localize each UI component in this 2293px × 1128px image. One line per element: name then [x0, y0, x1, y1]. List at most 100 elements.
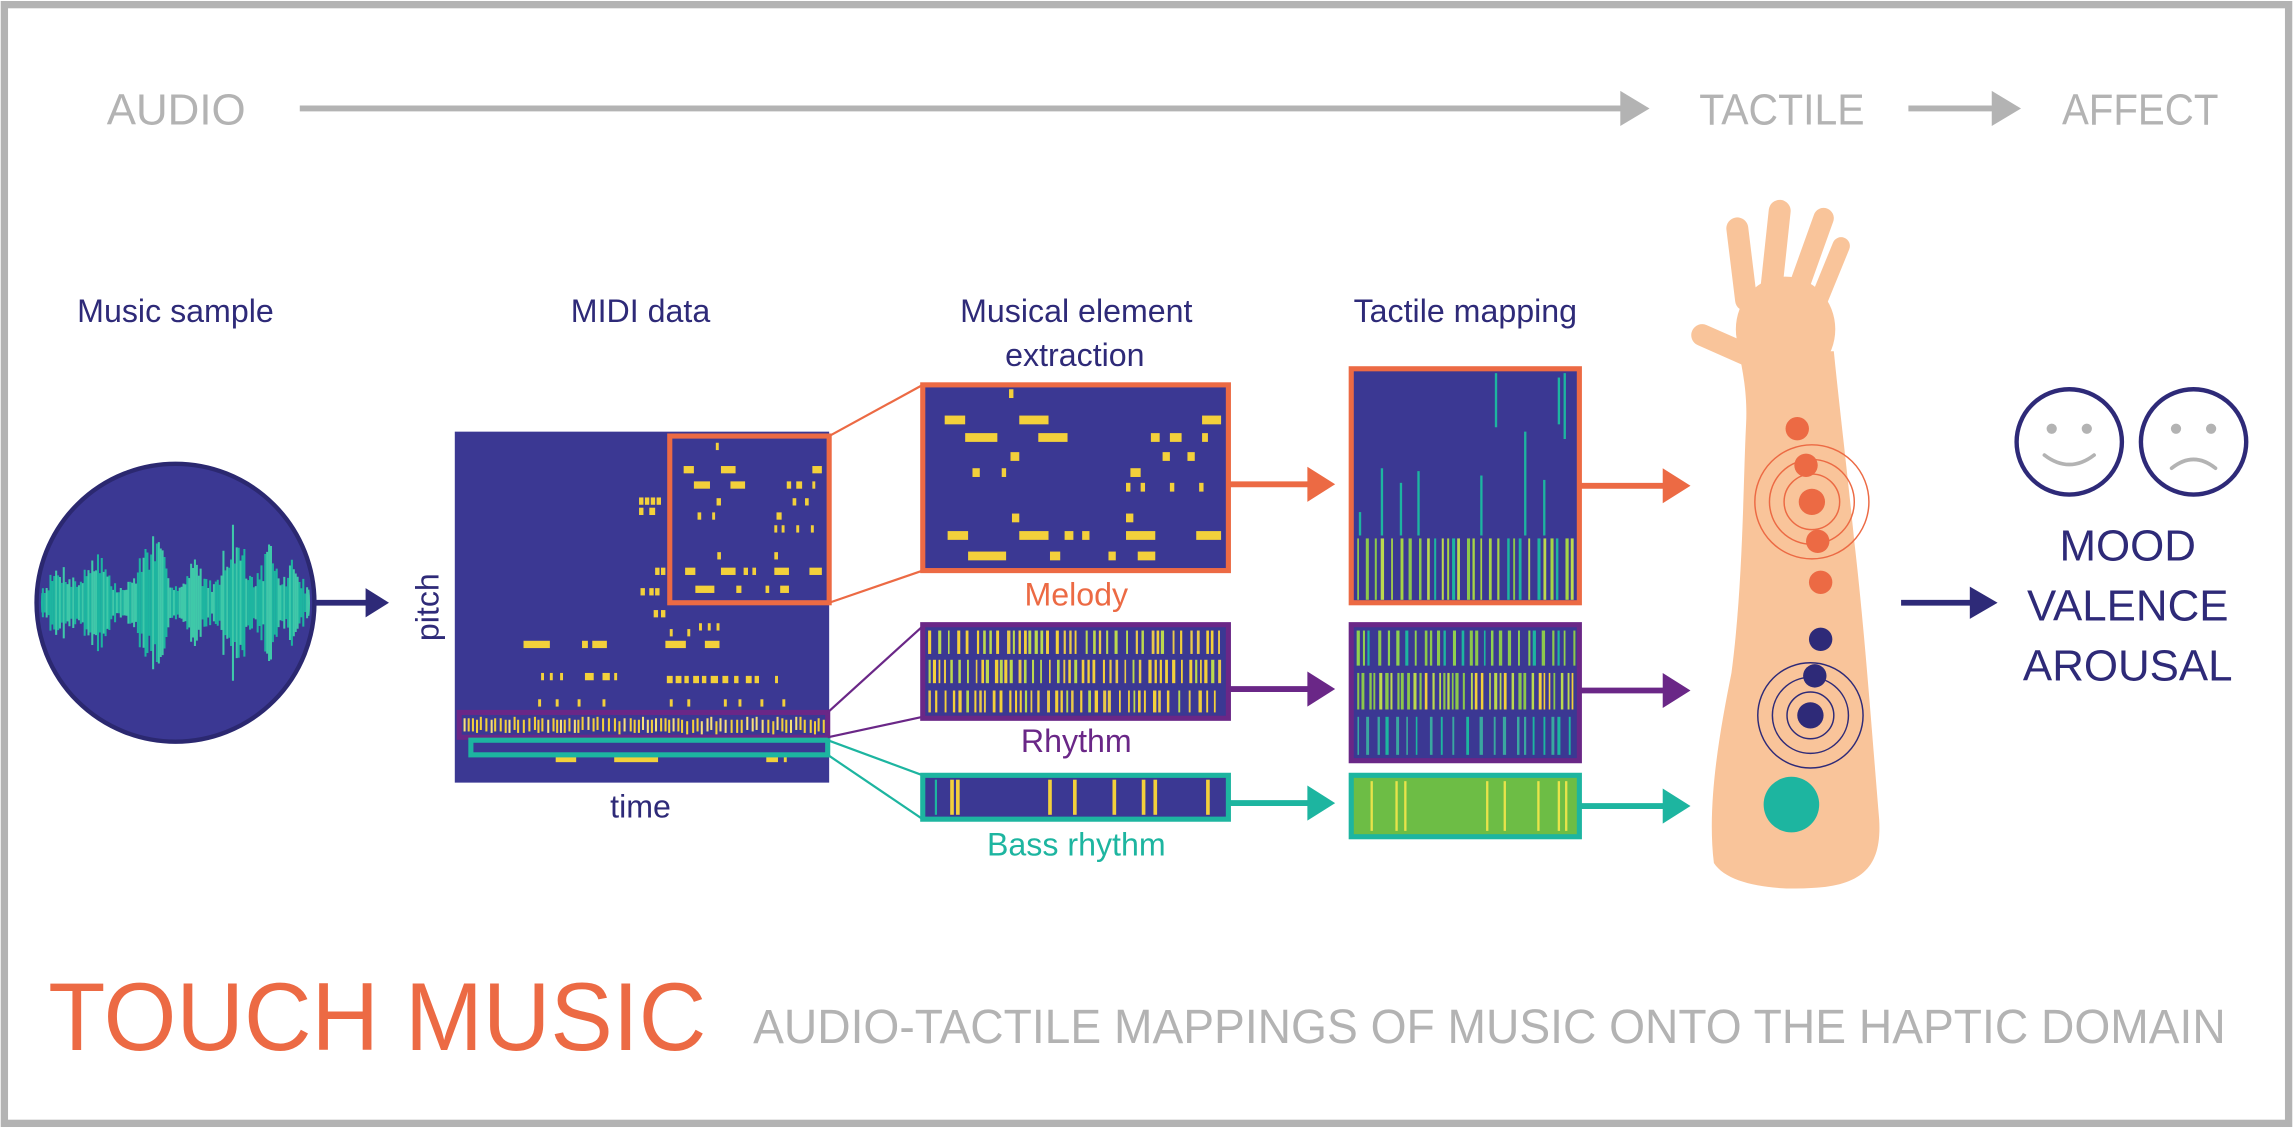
- midi-note: [774, 552, 778, 560]
- midi-note: [781, 525, 785, 533]
- connector-bass-top: [827, 739, 924, 777]
- midi-note: [693, 675, 700, 684]
- midi-note: [781, 718, 784, 732]
- outcome-valence: VALENCE: [2027, 581, 2229, 630]
- melody-note: [1082, 531, 1090, 540]
- midi-note: [785, 719, 788, 733]
- midi-note: [809, 567, 822, 575]
- midi-note: [789, 719, 793, 733]
- actuators-melody: [1785, 417, 1833, 594]
- midi-note: [809, 719, 812, 733]
- midi-note: [774, 567, 789, 575]
- midi-note: [523, 640, 550, 649]
- melody-note: [1202, 415, 1222, 425]
- midi-note: [717, 552, 721, 560]
- melody-note: [1140, 482, 1146, 492]
- midi-note: [783, 754, 787, 763]
- midi-note: [772, 721, 775, 735]
- melody-note: [965, 433, 998, 442]
- melody-note: [1162, 452, 1170, 461]
- midi-note: [577, 719, 580, 733]
- sad-face-icon: [2138, 387, 2249, 497]
- connector-melody-top: [828, 383, 924, 438]
- midi-note: [716, 498, 721, 506]
- midi-note: [712, 512, 716, 520]
- midi-note: [765, 585, 770, 593]
- midi-note: [552, 718, 555, 732]
- midi-note: [471, 718, 474, 732]
- midi-note: [700, 721, 703, 735]
- connector-bass-bottom: [827, 753, 924, 821]
- midi-note: [795, 716, 798, 730]
- midi-note: [653, 610, 659, 618]
- midi-note: [517, 719, 520, 733]
- rhythm-lines: [928, 630, 1222, 713]
- midi-note: [719, 718, 722, 732]
- midi-note: [629, 718, 632, 732]
- midi-note: [644, 497, 650, 505]
- melody-note: [1169, 482, 1175, 492]
- midi-note: [587, 716, 590, 730]
- sad-face-eye: [2170, 423, 2182, 434]
- midi-note: [560, 672, 564, 681]
- midi-note: [668, 719, 671, 733]
- stage-label-midi-data: MIDI data: [571, 293, 711, 329]
- midi-note: [633, 719, 636, 733]
- midi-note: [812, 481, 816, 489]
- midi-note: [696, 718, 699, 732]
- melody-note: [1019, 531, 1049, 540]
- melody-note: [968, 551, 1007, 561]
- midi-note: [754, 675, 759, 684]
- arrows-to-tactile: [1228, 466, 1336, 821]
- midi-note: [693, 481, 710, 489]
- happy-face-icon: [2014, 387, 2125, 497]
- page-title: TOUCH MUSIC: [48, 964, 706, 1071]
- rhythm-border: [920, 622, 1231, 721]
- ring-melody-3: [1754, 444, 1870, 560]
- midi-note: [774, 525, 778, 533]
- midi-note: [660, 567, 666, 575]
- extraction-connectors: [826, 383, 924, 821]
- midi-note: [786, 481, 792, 489]
- midi-note: [650, 719, 653, 733]
- midi-note: [695, 585, 715, 593]
- midi-note: [734, 675, 739, 684]
- stage-label-tactile-mapping: Tactile mapping: [1354, 293, 1577, 329]
- midi-note: [707, 623, 711, 631]
- flow-arrowhead-tactile-affect: [1991, 90, 2021, 127]
- midi-note: [799, 716, 802, 730]
- actuator-dot: [1803, 664, 1827, 688]
- midi-note: [687, 699, 691, 707]
- midi-note: [743, 567, 749, 575]
- melody-note: [1108, 551, 1116, 561]
- melody-note: [1126, 531, 1156, 540]
- midi-note: [504, 719, 507, 733]
- midi-note: [655, 588, 660, 596]
- midi-note: [736, 719, 739, 733]
- melody-note: [1137, 551, 1156, 561]
- melody-note: [1130, 468, 1141, 477]
- midi-note: [547, 719, 550, 733]
- tactile-rhythm-lines: [1356, 630, 1576, 755]
- melody-note: [1126, 482, 1131, 492]
- melody-panel: Melody: [920, 382, 1231, 613]
- midi-note: [494, 718, 497, 732]
- midi-note: [577, 699, 581, 707]
- midi-note: [792, 498, 797, 506]
- midi-note: [656, 497, 661, 505]
- bass-border: [920, 772, 1231, 822]
- midi-note: [699, 623, 702, 631]
- midi-note: [528, 718, 531, 732]
- midi-note: [479, 716, 482, 730]
- tactile-bass-lines: [1370, 781, 1568, 831]
- bass-panel: Bass rhythm: [920, 772, 1231, 863]
- midi-note: [730, 719, 733, 733]
- finger-1: [1726, 217, 1758, 312]
- affect-outcomes: MOOD VALENCE AROUSAL: [2023, 521, 2233, 690]
- midi-note: [660, 610, 666, 618]
- midi-note: [655, 567, 660, 575]
- midi-note: [740, 719, 743, 733]
- flow-label-audio: AUDIO: [107, 86, 246, 135]
- stage-label-music-sample: Music sample: [77, 293, 274, 329]
- midi-note: [686, 721, 689, 735]
